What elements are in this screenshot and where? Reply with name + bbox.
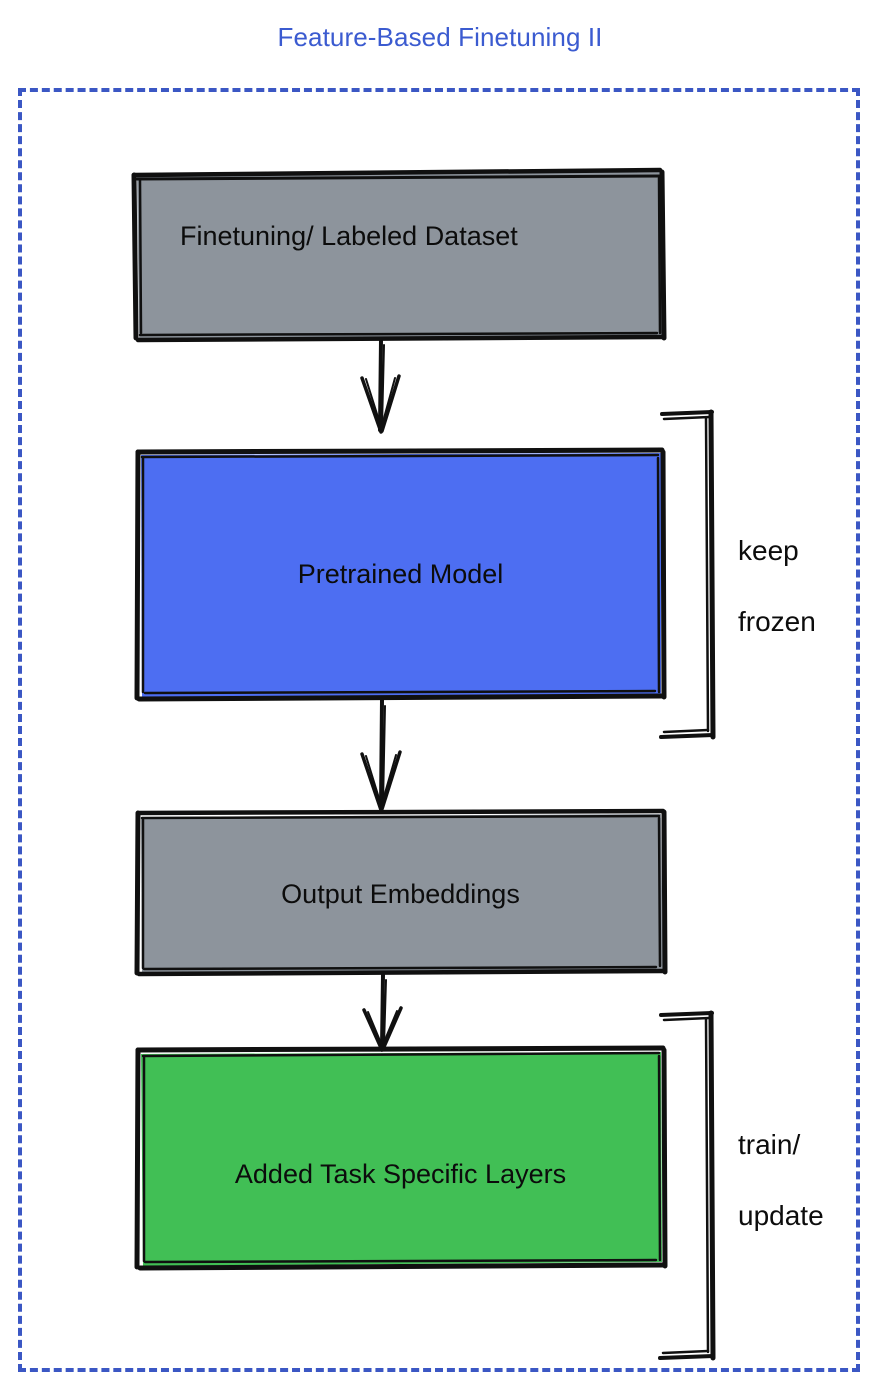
node-label-task-specific-layers: Added Task Specific Layers (234, 1159, 567, 1189)
annotation-train-update: train/ update (738, 1091, 824, 1270)
annotation-train-update-line2: update (738, 1200, 824, 1232)
node-label-pretrained-model: Pretrained Model (297, 559, 504, 589)
annotation-train-update-line1: train/ (738, 1128, 801, 1160)
annotation-keep-frozen-line2: frozen (738, 606, 816, 638)
annotation-keep-frozen: keep frozen (738, 497, 816, 676)
annotation-keep-frozen-line1: keep (738, 534, 799, 566)
node-label-output-embeddings: Output Embeddings (281, 879, 520, 909)
dashed-boundary-frame (18, 88, 860, 1372)
node-label-finetuning-dataset: Finetuning/ Labeled Dataset (180, 221, 518, 251)
page-title: Feature-Based Finetuning II (277, 22, 603, 52)
